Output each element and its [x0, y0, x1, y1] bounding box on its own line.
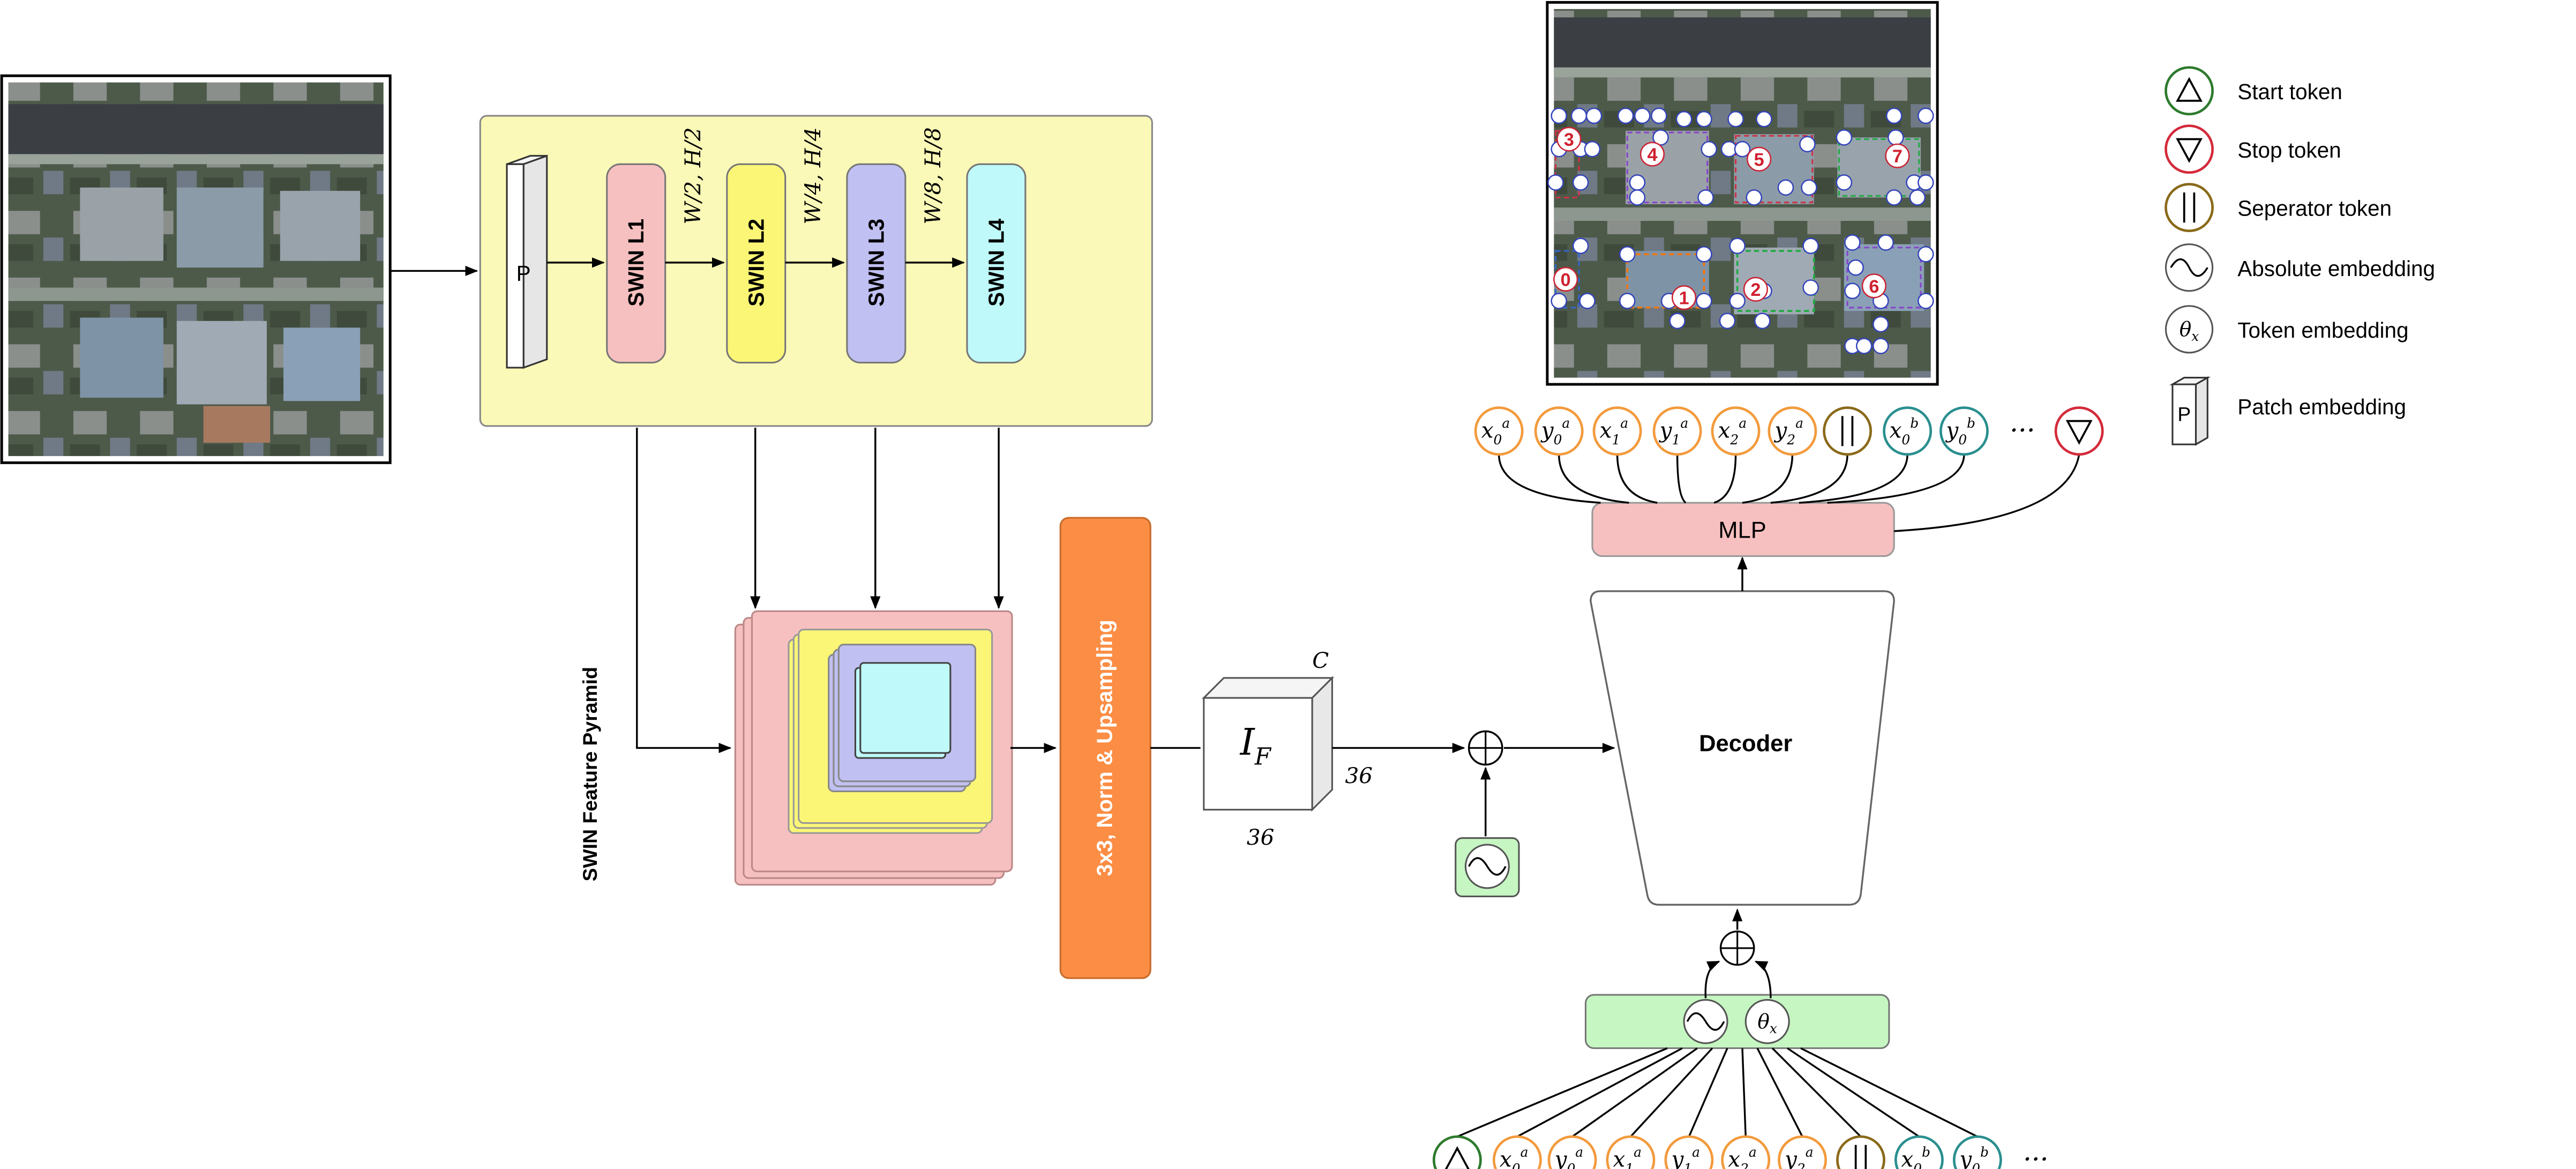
output-token-y0a: y0a — [1534, 406, 1584, 456]
legend-label: Token embedding — [2237, 318, 2408, 342]
building-id-label: 2 — [1750, 280, 1761, 300]
svg-text:···: ··· — [2023, 1144, 2048, 1169]
mlp-label: MLP — [1718, 517, 1766, 543]
output-annotated-image: 0 1 2 3 4 5 6 7 — [1546, 1, 1939, 386]
input-token-y2a: y2a — [1778, 1135, 1827, 1169]
feature-height-label: 36 — [1247, 824, 1274, 850]
output-token-x2a: x2a — [1711, 406, 1761, 456]
feature-width-label: 36 — [1345, 763, 1373, 788]
scale-label: W/8, H/8 — [920, 127, 946, 224]
swin-stage-label: SWIN L4 — [984, 218, 1008, 307]
feature-pyramid — [734, 610, 1013, 886]
input-token-x0b: x0b — [1894, 1135, 1944, 1169]
swin-stage-label: SWIN L1 — [624, 219, 648, 307]
start-token-icon — [2165, 66, 2214, 116]
sep-token-icon — [2165, 183, 2214, 233]
decoder-block — [1590, 590, 1895, 906]
input-add-operator-icon — [1719, 930, 1755, 966]
legend-label: Absolute embedding — [2237, 256, 2435, 281]
legend-sep: Seperator token — [2165, 183, 2392, 233]
output-token-stop — [2054, 406, 2104, 456]
input-token-x1a: x1a — [1606, 1135, 1656, 1169]
legend-sine: Absolute embedding — [2165, 243, 2435, 292]
swin-stage-1: SWIN L1 — [606, 163, 667, 364]
scale-label: W/4, H/4 — [800, 127, 826, 224]
swin-stage-label: SWIN L3 — [864, 219, 888, 307]
output-token-y2a: y2a — [1768, 406, 1817, 456]
input-token-y1a: y1a — [1664, 1135, 1714, 1169]
building-id-label: 1 — [1679, 288, 1689, 309]
swin-stage-label: SWIN L2 — [744, 219, 768, 307]
legend-label: Start token — [2237, 79, 2342, 104]
pyramid-label: SWIN Feature Pyramid — [579, 667, 601, 881]
building-id-label: 3 — [1564, 130, 1574, 150]
token-embedding-icon: θx — [1744, 999, 1790, 1044]
absolute-embedding-icon — [1683, 999, 1728, 1044]
output-token-sep — [1823, 406, 1872, 456]
svg-text:···: ··· — [2010, 415, 2035, 446]
output-token-x0b: x0b — [1883, 406, 1932, 456]
absolute-embedding-block — [1455, 837, 1520, 897]
output-token-…: ··· — [2010, 415, 2035, 446]
legend-start: Start token — [2165, 66, 2342, 116]
input-token-y0a: y0a — [1547, 1135, 1597, 1169]
output-token-x1a: x1a — [1592, 406, 1642, 456]
patch-embedding-icon: P — [2169, 376, 2211, 446]
swin-stage-4: SWIN L4 — [966, 163, 1027, 364]
input-token-x2a: x2a — [1721, 1135, 1771, 1169]
building-id-label: 7 — [1892, 146, 1903, 167]
legend-patch: P Patch embedding — [2169, 376, 2406, 446]
conv-block-label: 3x3, Norm & Upsampling — [1092, 620, 1117, 876]
theta-icon: θx — [2165, 305, 2214, 354]
building-id-label: 4 — [1647, 145, 1657, 165]
legend-label: Stop token — [2237, 138, 2341, 162]
input-token-x0a: x0a — [1493, 1135, 1542, 1169]
input-token-y0b: y0b — [1952, 1135, 2002, 1169]
input-token-sep — [1836, 1135, 1885, 1169]
token-embedding-bar — [1584, 994, 1890, 1049]
feature-map-symbol: IF — [1239, 721, 1272, 771]
legend-stop: Stop token — [2165, 124, 2341, 174]
swin-stage-2: SWIN L2 — [726, 163, 787, 364]
add-operator-icon — [1467, 730, 1503, 766]
legend-label: Patch embedding — [2237, 394, 2406, 419]
decoder-label: Decoder — [1699, 731, 1792, 757]
building-id-label: 6 — [1869, 277, 1879, 297]
patch-embedding-block: P — [506, 154, 548, 369]
building-id-label: 0 — [1561, 270, 1571, 290]
legend-label: Seperator token — [2237, 196, 2392, 221]
svg-text:x1a: x1a — [1613, 1144, 1642, 1169]
building-id-label: 5 — [1754, 150, 1764, 170]
svg-text:P: P — [2177, 403, 2191, 426]
feature-channels-label: C — [1312, 647, 1329, 673]
output-token-y1a: y1a — [1652, 406, 1702, 456]
patch-label: P — [516, 261, 531, 286]
swin-stage-3: SWIN L3 — [846, 163, 907, 364]
output-token-x0a: x0a — [1474, 406, 1524, 456]
stop-token-icon — [2165, 124, 2214, 174]
sine-icon — [1468, 857, 1507, 876]
legend-theta: θx Token embedding — [2165, 305, 2409, 354]
input-aerial-image — [0, 74, 392, 464]
input-token-start — [1432, 1135, 1482, 1169]
scale-label: W/2, H/2 — [680, 127, 706, 224]
sine-icon — [2165, 243, 2214, 292]
input-token-…: ··· — [2023, 1144, 2048, 1169]
feature-map-cube — [1202, 676, 1335, 812]
output-token-y0b: y0b — [1940, 406, 1989, 456]
